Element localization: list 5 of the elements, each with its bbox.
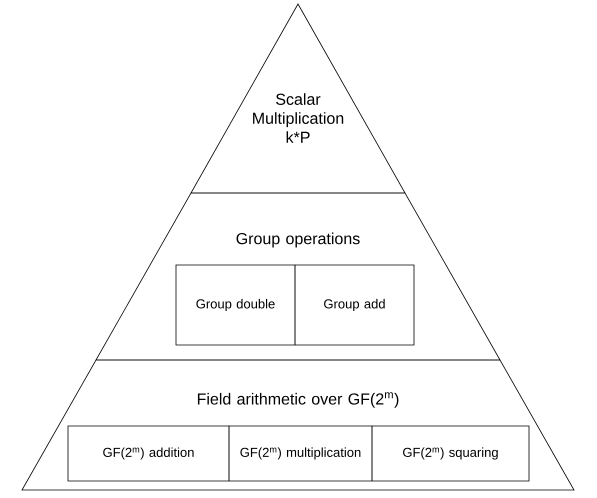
operation-box: GF(2$^{m}$) multiplication — [228, 426, 372, 482]
operation-box: Group double — [176, 264, 296, 346]
operation-box: GF(2$^{m}$) squaring — [372, 426, 530, 482]
operation-box: Group add — [294, 264, 414, 346]
operation-box: GF(2$^{m}$) addition — [68, 426, 230, 482]
